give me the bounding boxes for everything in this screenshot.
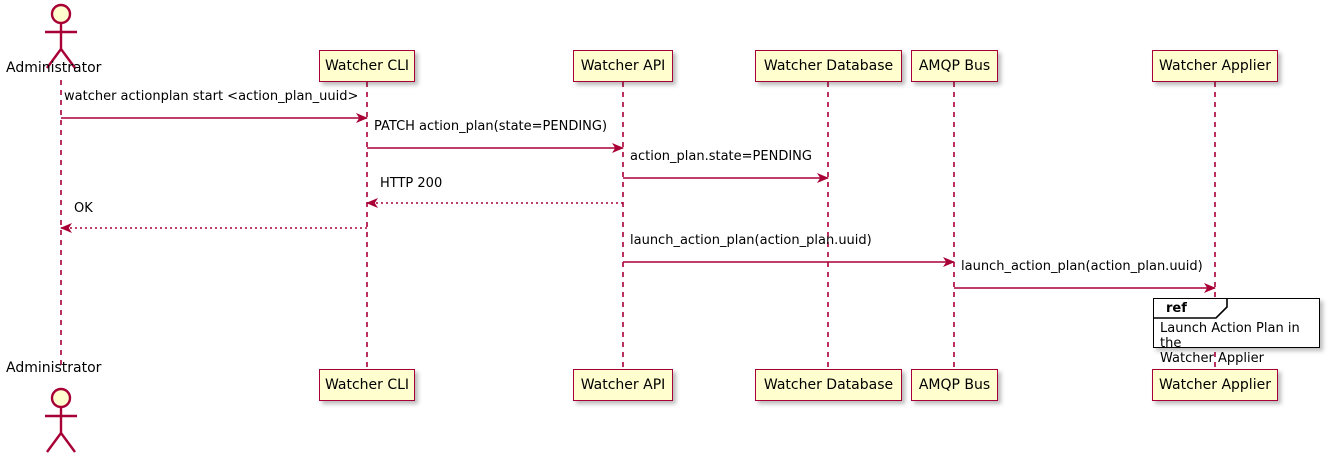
participant-label-watcher-database-top: Watcher Database xyxy=(763,58,894,74)
participant-amqp-bus-bottom[interactable]: AMQP Bus xyxy=(911,369,998,401)
participant-watcher-cli-top[interactable]: Watcher CLI xyxy=(319,50,415,82)
ref-frame-body-text: Launch Action Plan in the Watcher Applie… xyxy=(1160,321,1300,366)
participant-label-watcher-applier-bottom: Watcher Applier xyxy=(1159,377,1271,393)
ref-frame-tab-label: ref xyxy=(1166,301,1187,316)
message-arrows-group xyxy=(60,113,1216,293)
message-action-plan-state-pending-label: action_plan.state=PENDING xyxy=(630,149,812,164)
lifelines-group xyxy=(60,80,1216,369)
ref-frame: ref Launch Action Plan in the Watcher Ap… xyxy=(1153,298,1320,366)
message-launch-action-plan-applier-label: launch_action_plan(action_plan.uuid) xyxy=(961,259,1203,274)
message-watcher-actionplan-start-label: watcher actionplan start <action_plan_uu… xyxy=(64,89,359,104)
participant-watcher-database-bottom[interactable]: Watcher Database xyxy=(755,369,902,401)
participant-label-watcher-api-top: Watcher API xyxy=(580,58,666,74)
participant-label-administrator-top: Administrator xyxy=(6,60,102,76)
message-ok-label: OK xyxy=(74,201,93,216)
message-patch-action-plan-label: PATCH action_plan(state=PENDING) xyxy=(374,119,608,134)
participant-amqp-bus-top[interactable]: AMQP Bus xyxy=(911,50,998,82)
participant-label-amqp-bus-bottom: AMQP Bus xyxy=(918,377,991,393)
participant-watcher-cli-bottom[interactable]: Watcher CLI xyxy=(319,369,415,401)
participant-label-watcher-applier-top: Watcher Applier xyxy=(1159,58,1271,74)
actor-figures-group xyxy=(45,3,77,453)
message-launch-action-plan-bus-label: launch_action_plan(action_plan.uuid) xyxy=(630,233,872,248)
participant-label-watcher-cli-top: Watcher CLI xyxy=(324,58,410,74)
actor-figure-administrator-top xyxy=(45,3,77,69)
ref-tab-outline xyxy=(1154,299,1228,319)
participant-watcher-applier-bottom[interactable]: Watcher Applier xyxy=(1152,369,1278,401)
participant-watcher-applier-top[interactable]: Watcher Applier xyxy=(1152,50,1278,82)
participant-watcher-database-top[interactable]: Watcher Database xyxy=(755,50,902,82)
ref-frame-tab xyxy=(1154,299,1216,318)
participant-watcher-api-top[interactable]: Watcher API xyxy=(573,50,673,82)
participant-label-watcher-cli-bottom: Watcher CLI xyxy=(324,377,410,393)
message-http-200-label: HTTP 200 xyxy=(380,176,443,191)
actor-figure-administrator-bottom xyxy=(45,387,77,453)
ref-frame-tab-notch-icon xyxy=(1154,299,1228,319)
participant-label-administrator-bottom: Administrator xyxy=(6,360,102,376)
participant-watcher-api-bottom[interactable]: Watcher API xyxy=(573,369,673,401)
participant-label-watcher-api-bottom: Watcher API xyxy=(580,377,666,393)
participant-label-amqp-bus-top: AMQP Bus xyxy=(918,58,991,74)
participant-label-watcher-database-bottom: Watcher Database xyxy=(763,377,894,393)
